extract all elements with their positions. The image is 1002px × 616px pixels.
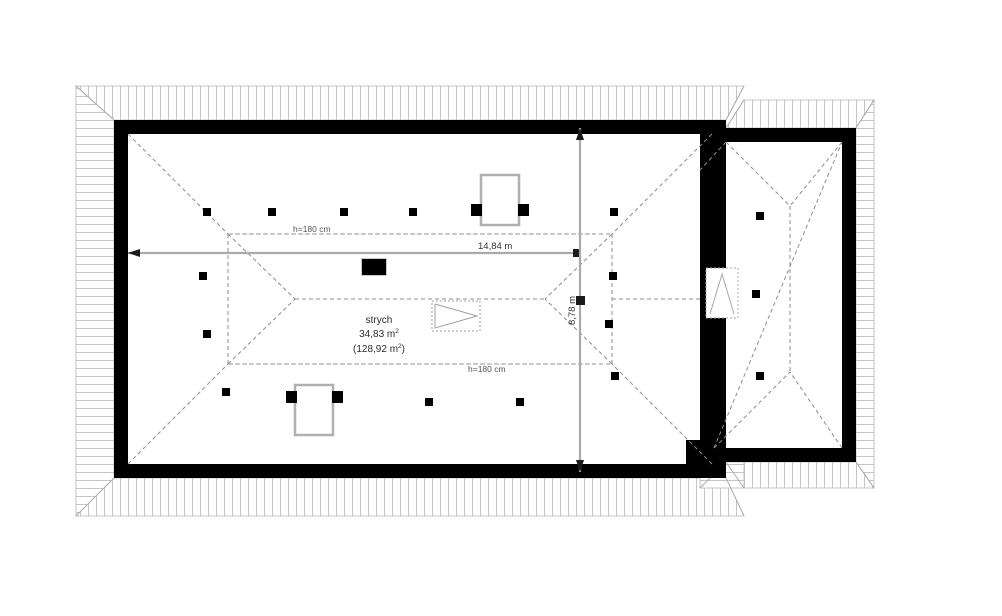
room-name-label: strych: [366, 315, 393, 326]
eave-left-main: [75, 85, 115, 517]
room-area-secondary-close: ): [402, 344, 405, 355]
skylight-wing: [704, 212, 720, 234]
roof-anchor: [222, 388, 230, 396]
room-label-group: strych 34,83 m2 (128,92 m2): [353, 315, 405, 355]
roof-anchor: [518, 208, 526, 216]
roof-anchor: [610, 208, 618, 216]
attic-ladder-symbol: [705, 267, 739, 319]
room-area-value: 34,83 m: [359, 329, 395, 340]
room-area-secondary-label: (128,92 m2): [353, 343, 405, 355]
eave-top-wing: [725, 99, 875, 129]
dimension-tick-right: [573, 249, 581, 257]
height-boundary-lines: [228, 233, 590, 365]
roof-anchor: [425, 398, 433, 406]
dimension-group: 14,84 m 8,78 m: [128, 128, 585, 472]
roof-anchor: [756, 212, 764, 220]
dimension-arrow-bottom: [576, 460, 584, 472]
skylight-upper: [471, 173, 529, 227]
eave-right-wing: [855, 98, 875, 490]
dimension-label-horizontal: 14,84 m: [478, 241, 512, 252]
room-area-secondary-sup: 2: [398, 343, 402, 350]
roof-anchor: [340, 208, 348, 216]
height-marker-lower-label: h=180 cm: [468, 364, 506, 374]
room-area-label: 34,83 m2: [359, 328, 399, 340]
skylight-group: [286, 173, 720, 437]
roof-anchor: [516, 398, 524, 406]
eave-bottom-wing: [725, 461, 875, 489]
eave-hip-lines: [75, 85, 875, 517]
roof-anchor: [752, 290, 760, 298]
dimension-arrow-top: [576, 128, 584, 140]
chimney-symbol: [361, 258, 387, 276]
roof-hatch-symbol: [431, 300, 481, 332]
roof-anchor: [611, 372, 619, 380]
roof-anchor: [199, 272, 207, 280]
roof-anchor: [409, 208, 417, 216]
eave-top-main: [74, 85, 745, 121]
dimension-arrow-left: [128, 249, 140, 257]
roof-anchor: [203, 208, 211, 216]
roof-ridge-lines: [127, 133, 843, 465]
wall-notch-lower: [686, 440, 714, 468]
roof-anchor: [756, 372, 764, 380]
dimension-label-vertical: 8,78 m: [567, 296, 578, 325]
skylight-lower: [286, 383, 343, 437]
room-area-sup: 2: [395, 328, 399, 335]
height-marker-upper-label: h=180 cm: [293, 224, 331, 234]
room-area-secondary-value: (128,92 m: [353, 344, 398, 355]
roof-anchor-group: [199, 208, 764, 406]
roof-anchor: [268, 208, 276, 216]
roof-anchor: [203, 330, 211, 338]
roof-anchor: [605, 320, 613, 328]
eave-bottom-main: [75, 477, 745, 517]
roof-overhang-group: [74, 85, 875, 517]
roof-anchor: [609, 272, 617, 280]
dimension-tick-mid: [576, 296, 585, 305]
